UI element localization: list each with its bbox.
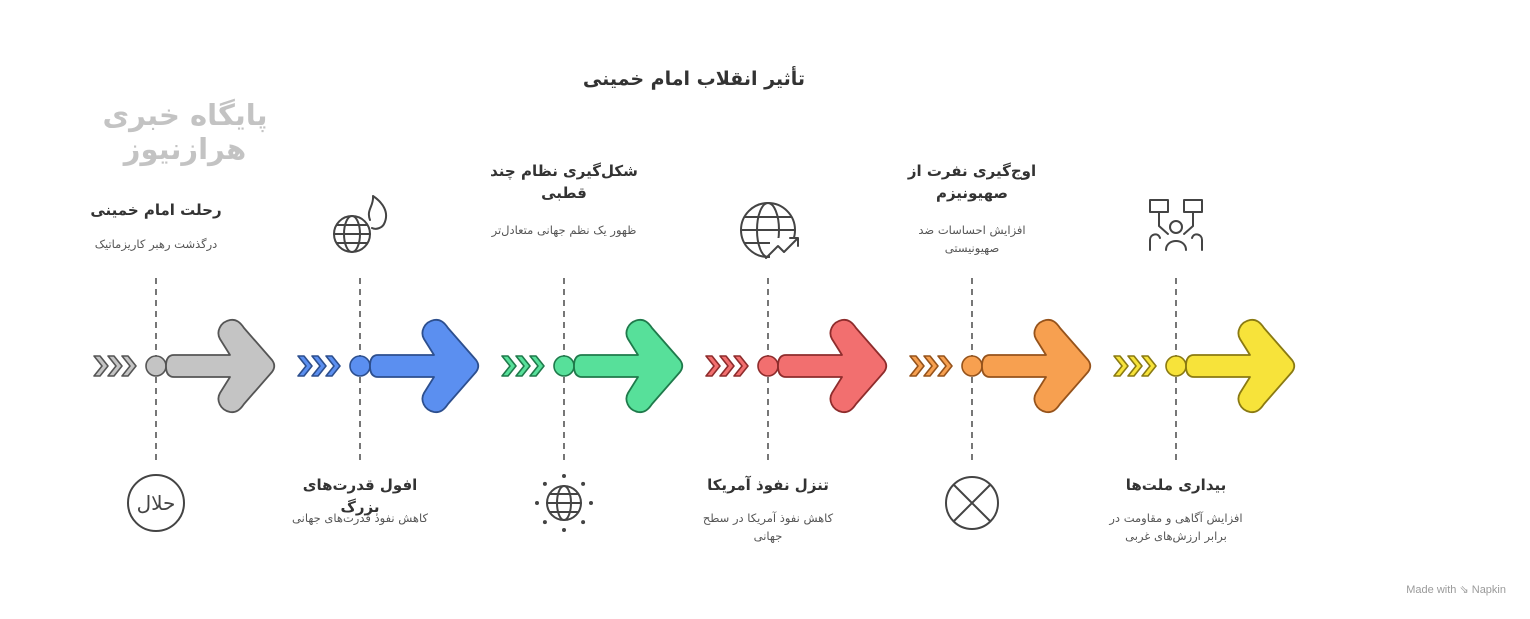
stage-node <box>349 355 371 377</box>
chevron-icon <box>937 355 953 377</box>
napkin-logo-icon: ⇘ <box>1459 584 1469 596</box>
stage-arrow <box>981 318 1092 414</box>
process-stage <box>909 278 1092 530</box>
process-stage: حلال <box>93 278 276 532</box>
chevron-icon <box>93 355 109 377</box>
chevron-icon <box>107 355 123 377</box>
process-stage <box>501 278 684 532</box>
stage-node <box>757 355 779 377</box>
stage-description: ظهور یک نظم جهانی متعادل‌تر <box>491 223 637 237</box>
stage-heading: تنزل نفوذ آمریکا <box>707 476 829 494</box>
stage-description: کاهش نفوذ آمریکا در سطح جهانی <box>702 511 834 543</box>
chevron-icon <box>515 355 531 377</box>
protest-crowd-icon <box>1149 199 1203 251</box>
stage-heading: رحلت امام خمینی <box>90 201 222 219</box>
stage-description: افزایش احساسات ضد صهیونیستی <box>918 223 1026 255</box>
stage-arrow <box>369 318 480 414</box>
icon-label: حلال <box>137 491 176 515</box>
stage-description: کاهش نفوذ قدرت‌های جهانی <box>292 511 428 525</box>
chevron-icon <box>501 355 517 377</box>
made-with-label: Made with <box>1406 584 1457 596</box>
halal-text-icon: حلال <box>127 474 185 532</box>
stage-arrow <box>1185 318 1296 414</box>
chevron-icon <box>705 355 721 377</box>
chevron-icon <box>297 355 313 377</box>
chevron-icon <box>923 355 939 377</box>
process-stage <box>297 195 480 462</box>
chevron-icon <box>529 355 545 377</box>
process-stage <box>1113 199 1296 462</box>
stage-heading: افول قدرت‌های بزرگ <box>302 476 418 516</box>
globe-trend-icon <box>740 202 800 260</box>
globe-network-icon <box>535 474 593 532</box>
stage-arrow <box>573 318 684 414</box>
stage-node <box>553 355 575 377</box>
chevron-icon <box>325 355 341 377</box>
watermark: پایگاه خبری هرازنیوز <box>102 98 269 166</box>
diagram-title: تأثیر انقلاب امام خمینی <box>582 68 806 90</box>
chevron-icon <box>311 355 327 377</box>
stage-heading: بیداری ملت‌ها <box>1125 476 1227 494</box>
stage-description: افزایش آگاهی و مقاومت در برابر ارزش‌های … <box>1109 511 1243 543</box>
made-with-napkin[interactable]: Made with ⇘ Napkin <box>1406 583 1506 596</box>
chevron-icon <box>909 355 925 377</box>
chevron-icon <box>121 355 137 377</box>
stage-arrow <box>777 318 888 414</box>
napkin-brand: Napkin <box>1471 584 1506 596</box>
chevron-icon <box>1113 355 1129 377</box>
chevron-icon <box>733 355 749 377</box>
stage-node <box>961 355 983 377</box>
process-stage <box>705 202 888 462</box>
burning-globe-icon <box>333 195 388 253</box>
stage-node <box>1165 355 1187 377</box>
chevron-icon <box>719 355 735 377</box>
stage-heading: اوج‌گیری نفرت از صهیونیزم <box>907 162 1037 202</box>
chevron-icon <box>1141 355 1157 377</box>
stage-arrow <box>165 318 276 414</box>
stage-heading: شکل‌گیری نظام چند قطبی <box>490 162 638 202</box>
stage-node <box>145 355 167 377</box>
x-circle-icon <box>945 476 999 530</box>
stage-description: درگذشت رهبر کاریزماتیک <box>94 237 218 251</box>
chevron-icon <box>1127 355 1143 377</box>
